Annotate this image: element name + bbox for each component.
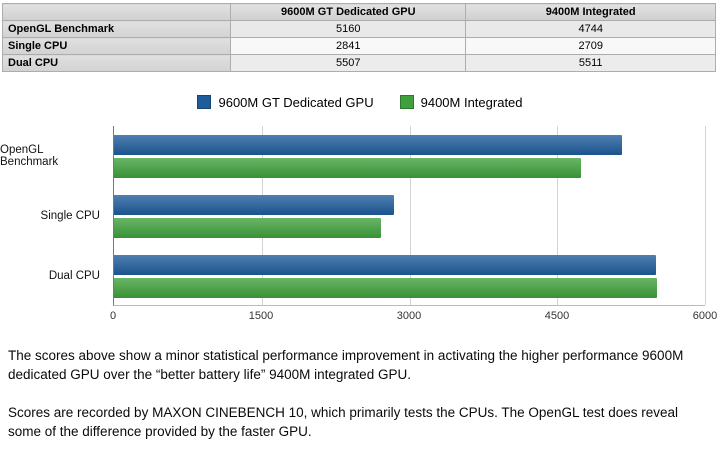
x-tick-1500: 1500 [248, 310, 274, 322]
value-opengl-9400m: 4744 [465, 20, 716, 38]
chart-legend: 9600M GT Dedicated GPU 9400M Integrated [0, 92, 720, 112]
table-header-row: 9600M GT Dedicated GPU 9400M Integrated [1, 3, 716, 21]
notes-section: The scores above show a minor statistica… [8, 347, 713, 462]
value-opengl-9600m: 5160 [230, 20, 467, 38]
x-tick-0: 0 [109, 310, 117, 322]
legend-label-9400m: 9400M Integrated [420, 94, 523, 110]
value-dual-9400m: 5511 [465, 54, 716, 72]
benchmark-score-table: 9600M GT Dedicated GPU 9400M Integrated … [1, 3, 716, 72]
bar-group-dual-cpu [114, 246, 705, 306]
category-axis: OpenGL Benchmark Single CPU Dual CPU [0, 126, 113, 306]
x-tick-4500: 4500 [544, 310, 570, 322]
category-label-opengl: OpenGL Benchmark [0, 144, 59, 168]
value-single-9600m: 2841 [230, 37, 467, 55]
legend-item-9400m: 9400M Integrated [399, 94, 523, 110]
legend-item-9600m: 9600M GT Dedicated GPU [197, 94, 374, 110]
x-axis: 0 1500 3000 4500 6000 [109, 310, 717, 326]
note-paragraph-1: The scores above show a minor statistica… [8, 348, 684, 382]
bar-single-9600m [114, 195, 394, 215]
value-dual-9600m: 5507 [230, 54, 467, 72]
bar-group-opengl [114, 126, 705, 186]
row-label-opengl: OpenGL Benchmark [1, 20, 232, 38]
table-header-9400m: 9400M Integrated [465, 3, 716, 21]
value-single-9400m: 2709 [465, 37, 716, 55]
bar-dual-9400m [114, 278, 657, 298]
gridline-3000 [409, 126, 411, 305]
row-label-dual-cpu: Dual CPU [1, 54, 232, 72]
table-row: Single CPU 2841 2709 [1, 37, 716, 55]
gridline-6000 [705, 126, 706, 305]
legend-swatch-blue-icon [197, 95, 212, 109]
x-tick-6000: 6000 [692, 310, 718, 322]
x-tick-3000: 3000 [396, 310, 422, 322]
row-label-single-cpu: Single CPU [1, 37, 232, 55]
category-label-dual-cpu: Dual CPU [48, 270, 100, 282]
bar-dual-9600m [114, 255, 657, 275]
bar-single-9400m [114, 218, 381, 238]
table-header-9600m: 9600M GT Dedicated GPU [230, 3, 467, 21]
table-header-empty [1, 3, 232, 21]
category-label-single-cpu: Single CPU [40, 210, 100, 222]
legend-swatch-green-icon [399, 95, 414, 109]
gridline-1500 [261, 126, 263, 305]
table-row: Dual CPU 5507 5511 [1, 54, 716, 72]
gridline-4500 [557, 126, 559, 305]
plot-area [113, 126, 706, 306]
table-row: OpenGL Benchmark 5160 4744 [1, 20, 716, 38]
bar-opengl-9400m [114, 158, 582, 178]
benchmark-bar-chart: 9600M GT Dedicated GPU 9400M Integrated … [0, 92, 720, 326]
bar-group-single-cpu [114, 186, 705, 246]
legend-label-9600m: 9600M GT Dedicated GPU [218, 94, 374, 110]
bar-opengl-9600m [114, 135, 623, 155]
chart-body: OpenGL Benchmark Single CPU Dual CPU [0, 126, 720, 326]
note-paragraph-2: Scores are recorded by MAXON CINEBENCH 1… [8, 405, 679, 439]
